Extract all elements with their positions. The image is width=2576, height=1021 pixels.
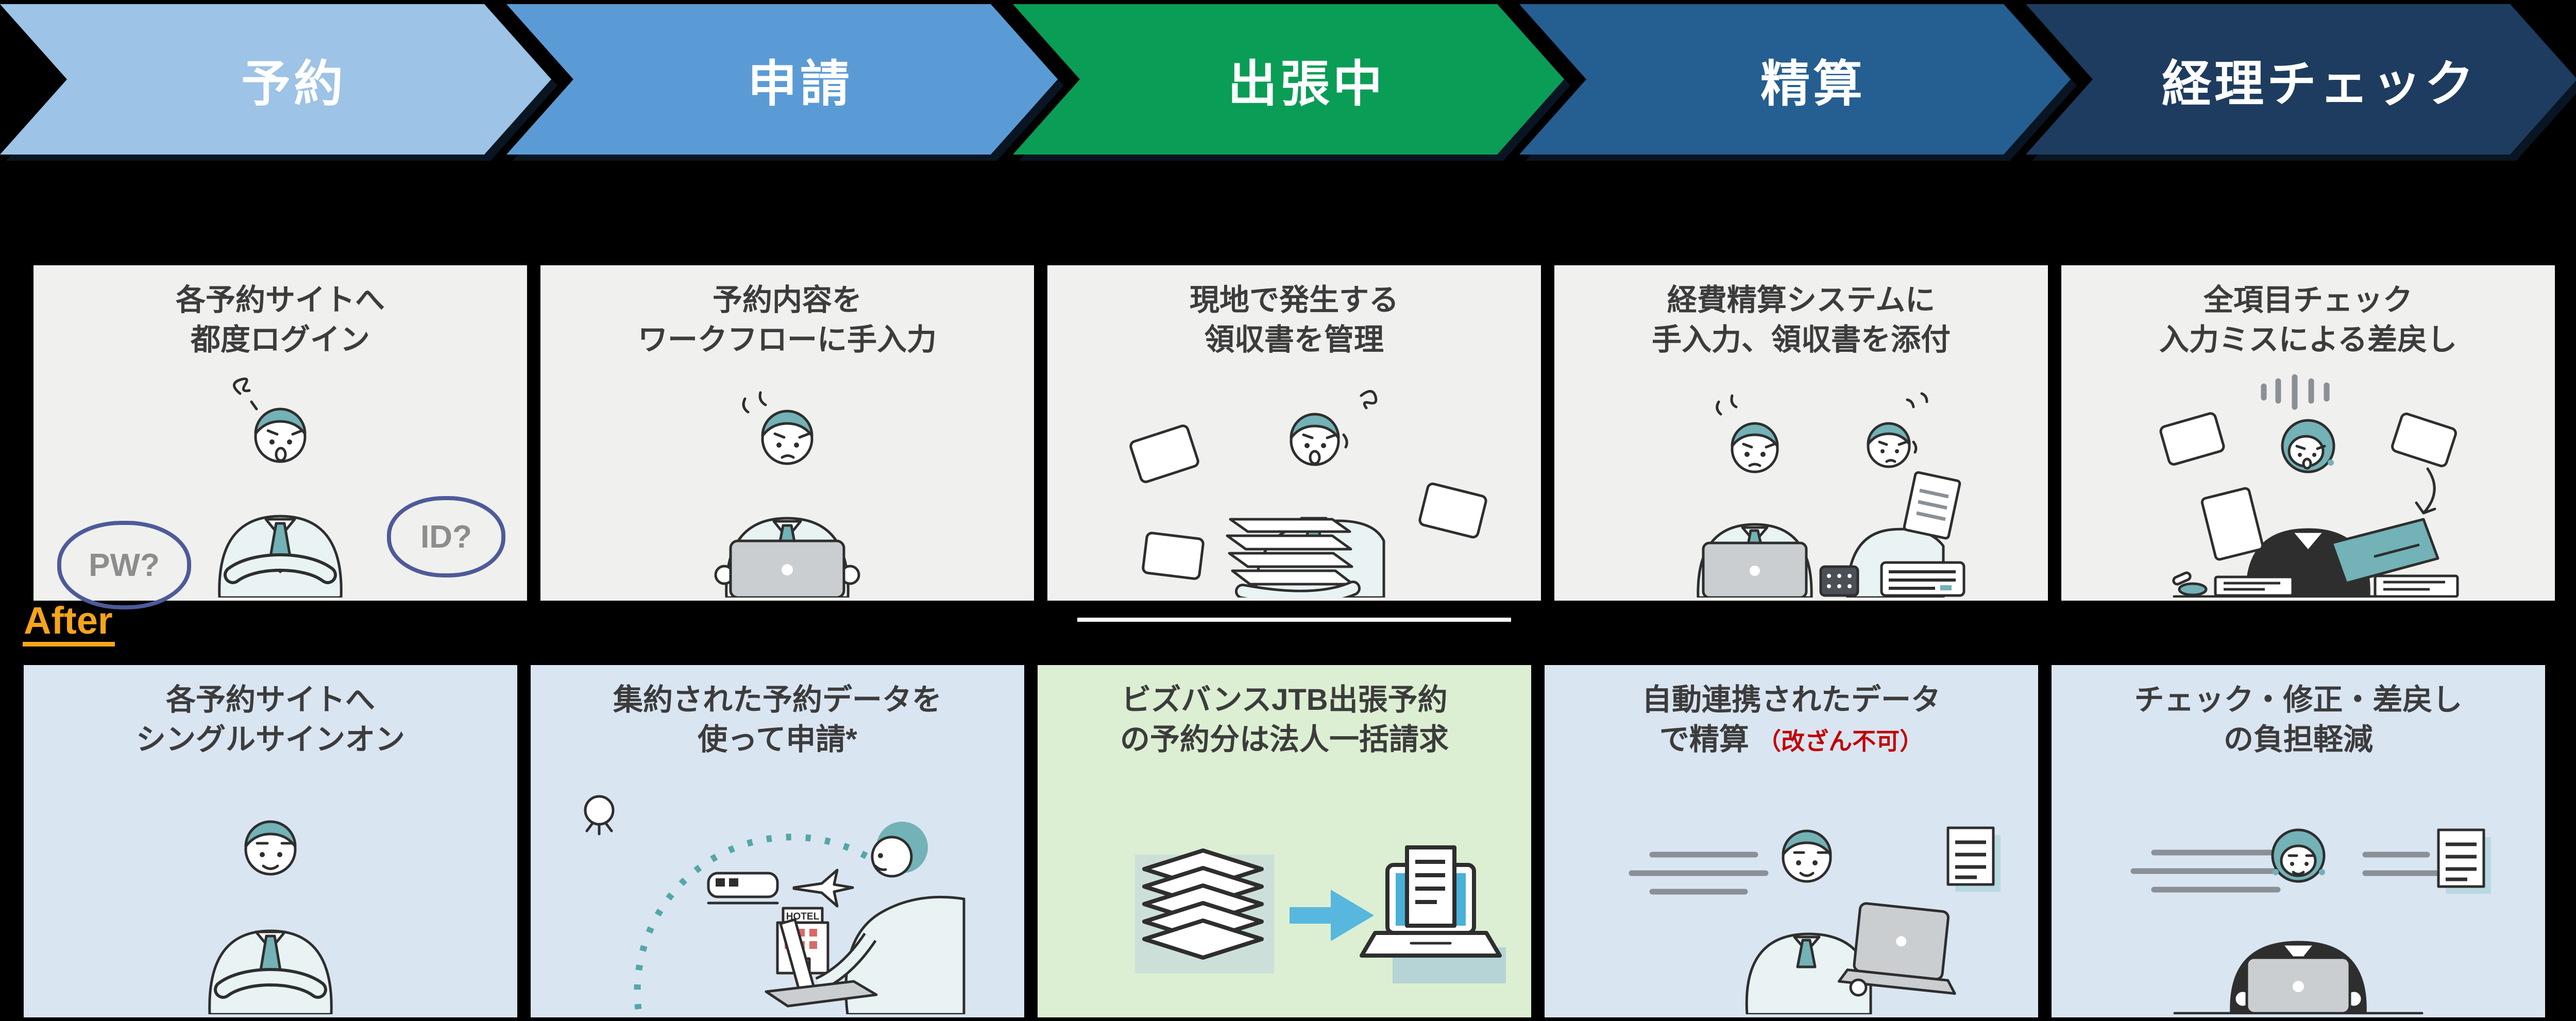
before-card-settlement: 経費精算システムに手入力、領収書を添付	[1554, 265, 2048, 601]
card-title: チェック・修正・差戻しの負担軽減	[2134, 683, 2463, 756]
illustration-booking-data-man: HOTEL	[531, 766, 1024, 1014]
after-card-booking: 各予約サイトへシングルサインオン	[24, 665, 517, 1017]
after-label: After	[23, 602, 115, 646]
illustration-confused-man: PW? ID?	[33, 366, 527, 609]
card-title: 各予約サイトへ都度ログイン	[175, 283, 385, 356]
after-card-accounting-check: チェック・修正・差戻しの負担軽減	[2052, 665, 2545, 1017]
confident-man-icon	[208, 820, 333, 1014]
illustration-woman-checking	[2061, 366, 2555, 598]
stage-arrow-booking: 予約	[0, 4, 551, 155]
auto-data-man-icon	[1629, 826, 2001, 1014]
relieved-woman-laptop-icon	[2130, 828, 2491, 1014]
after-card-application: 集約された予約データを使って申請* HOTEL	[531, 665, 1024, 1017]
speech-bubble-id: ID?	[387, 496, 505, 577]
stage-label-booking: 予約	[241, 56, 346, 112]
two-men-expense-icon	[1697, 392, 1965, 598]
illustration-two-men-expense	[1554, 366, 2048, 598]
confused-man-icon	[218, 377, 343, 598]
stage-label-settlement: 精算	[1760, 56, 1866, 112]
illustration-confident-man	[24, 766, 517, 1014]
card-title: 現地で発生する領収書を管理	[1189, 283, 1399, 356]
illustration-bulk-billing	[1038, 766, 1531, 1014]
after-card-settlement: 自動連携されたデータ で精算 （改ざん不可）	[1545, 665, 2038, 1017]
before-card-application: 予約内容をワークフローに手入力	[540, 265, 1034, 601]
before-card-booking: 各予約サイトへ都度ログイン PW? ID?	[33, 265, 527, 609]
bulk-billing-icon	[1135, 845, 1506, 983]
stage-label-on-trip: 出張中	[1228, 56, 1385, 112]
illustration-auto-data-man	[1545, 766, 2038, 1014]
illustration-worried-man-laptop	[540, 366, 1034, 598]
stage-label-accounting-check: 経理チェック	[2162, 56, 2477, 112]
before-card-on-trip: 現地で発生する領収書を管理	[1047, 265, 1541, 601]
card-title: 経費精算システムに手入力、領収書を添付	[1651, 283, 1951, 356]
man-receipt-stack-icon	[1129, 390, 1487, 598]
card-title: 各予約サイトへシングルサインオン	[135, 683, 405, 756]
tamper-proof-note: （改ざん不可）	[1757, 727, 1924, 755]
speech-bubble-pw: PW?	[57, 521, 191, 609]
card-title: 予約内容をワークフローに手入力	[637, 283, 937, 356]
after-card-on-trip: ビズバンスJTB出張予約の予約分は法人一括請求	[1038, 665, 1531, 1017]
before-card-accounting-check: 全項目チェック入力ミスによる差戻し	[2061, 265, 2555, 601]
illustration-relieved-woman-laptop	[2052, 766, 2545, 1014]
card-title: 集約された予約データを使って申請*	[613, 683, 942, 756]
woman-checking-icon	[2159, 374, 2459, 598]
stage-arrow-on-trip: 出張中	[1013, 4, 1564, 155]
stage-label-application: 申請	[748, 56, 853, 112]
booking-data-man-icon: HOTEL	[584, 795, 965, 1014]
on-trip-divider-line	[1077, 618, 1511, 622]
stage-arrow-accounting-check: 経理チェック	[2026, 4, 2576, 155]
stage-arrow-application: 申請	[506, 4, 1058, 155]
worried-man-laptop-icon	[714, 391, 860, 598]
card-title: 自動連携されたデータ で精算 （改ざん不可）	[1641, 683, 1941, 756]
illustration-man-receipt-stack	[1047, 366, 1541, 598]
card-title: 全項目チェック入力ミスによる差戻し	[2159, 283, 2458, 356]
card-title: ビズバンスJTB出張予約の予約分は法人一括請求	[1120, 683, 1449, 756]
stage-arrow-settlement: 精算	[1519, 4, 2071, 155]
